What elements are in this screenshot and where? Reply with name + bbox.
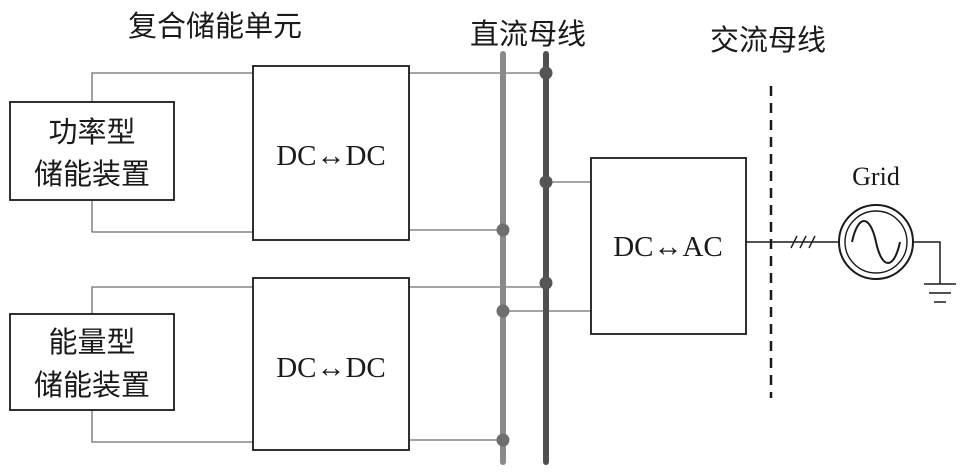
energy-storage-wires	[91, 286, 253, 443]
top-dcdc-label: DC↔DC	[276, 140, 386, 172]
dcac-inverter-box	[590, 157, 747, 335]
grid-label: Grid	[852, 162, 900, 191]
ac-output-wire	[746, 235, 839, 249]
dcac-label: DC↔AC	[613, 231, 723, 263]
energy-storage-label-line1: 能量型	[48, 325, 135, 359]
bottom-dcdc-label: DC↔DC	[276, 352, 386, 384]
bus-node	[539, 175, 553, 189]
ac-bus-label: 交流母线	[710, 23, 826, 57]
dc-bus-label: 直流母线	[470, 17, 586, 51]
bus-node	[496, 433, 510, 447]
power-storage-label-line2: 储能装置	[34, 157, 150, 191]
bus-node	[496, 223, 510, 237]
hybrid-unit-label: 复合储能单元	[128, 9, 302, 43]
bus-node	[496, 304, 510, 318]
top-dcdc-bus-wires	[409, 72, 546, 231]
power-storage-wires	[91, 72, 253, 233]
power-storage-label-line1: 功率型	[48, 115, 135, 149]
power-storage-device-box	[9, 101, 175, 201]
bottom-dcdc-bus-wires	[409, 286, 546, 441]
bottom-dcdc-converter-box	[252, 277, 410, 451]
ground-icon	[913, 241, 956, 303]
energy-storage-label-line2: 储能装置	[34, 368, 150, 402]
bus-nodes	[496, 66, 553, 447]
bus-node	[539, 66, 553, 80]
top-dcdc-converter-box	[252, 65, 410, 241]
grid-source-icon	[838, 204, 914, 280]
energy-storage-device-box	[9, 313, 175, 411]
bus-node	[539, 276, 553, 290]
